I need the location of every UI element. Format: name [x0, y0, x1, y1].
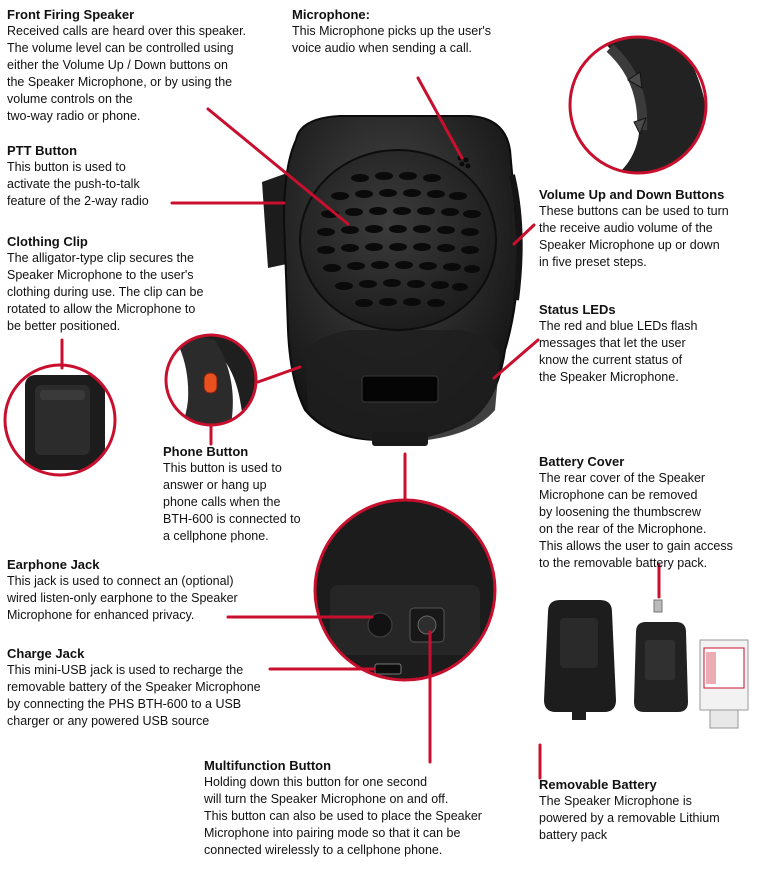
volume-down-icon — [633, 117, 647, 136]
callout-title: Front Firing Speaker — [7, 7, 135, 22]
callout-title: PTT Button — [7, 143, 78, 158]
callout-title: Clothing Clip — [7, 234, 88, 249]
leader-microphone — [416, 76, 464, 160]
speaker-grille-holes — [317, 172, 481, 307]
leader-volume — [512, 223, 536, 246]
callout-phone-button: Phone Button This button is used to answ… — [163, 443, 343, 545]
callout-clothing-clip: Clothing Clip The alligator-type clip se… — [7, 233, 257, 335]
callout-title: Volume Up and Down Buttons — [539, 187, 725, 202]
multifunction-button-shape — [417, 615, 437, 635]
callout-description: The Speaker Microphone is powered by a r… — [539, 794, 720, 842]
callout-description: The rear cover of the Speaker Microphone… — [539, 471, 733, 570]
callout-description: The alligator-type clip secures the Spea… — [7, 251, 204, 333]
callout-removable-battery: Removable Battery The Speaker Microphone… — [539, 776, 759, 844]
callout-title: Phone Button — [163, 444, 249, 459]
callout-description: This Microphone picks up the user's voic… — [292, 24, 492, 55]
leader-front-speaker — [206, 107, 350, 226]
clothing-clip-zoom — [3, 363, 117, 477]
callout-description: This button is used to activate the push… — [7, 160, 149, 208]
volume-rib-shape — [509, 174, 523, 301]
callout-title: Charge Jack — [7, 646, 85, 661]
leader-phone-button-to-device — [256, 365, 302, 384]
callout-title: Microphone: — [292, 7, 370, 22]
callout-description: Received calls are heard over this speak… — [7, 24, 247, 123]
callout-battery-cover: Battery Cover The rear cover of the Spea… — [539, 453, 759, 572]
callout-volume-buttons: Volume Up and Down Buttons These buttons… — [539, 186, 759, 271]
callout-title: Removable Battery — [539, 777, 657, 792]
bottom-connector-shape — [372, 432, 428, 446]
callout-ptt-button: PTT Button This button is used to activa… — [7, 142, 207, 210]
callout-title: Multifunction Button — [204, 758, 332, 773]
speaker-microphone-device — [262, 115, 523, 446]
phone-button-led — [203, 372, 218, 394]
callout-description: This jack is used to connect an (optiona… — [7, 574, 238, 622]
callout-title: Status LEDs — [539, 302, 616, 317]
status-led-window — [361, 375, 439, 403]
callout-multifunction-button: Multifunction Button Holding down this b… — [204, 757, 524, 859]
phone-button-zoom — [164, 333, 258, 427]
thumbscrew-shape — [653, 599, 663, 613]
speaker-grille — [299, 149, 497, 331]
callout-description: Holding down this button for one second … — [204, 775, 482, 857]
callout-description: The red and blue LEDs flash messages tha… — [539, 319, 698, 384]
callout-description: These buttons can be used to turn the re… — [539, 204, 729, 269]
callout-description: This mini-USB jack is used to recharge t… — [7, 663, 261, 728]
leader-status-leds — [492, 338, 540, 380]
callout-status-leds: Status LEDs The red and blue LEDs flash … — [539, 301, 749, 386]
volume-buttons-zoom — [568, 35, 708, 175]
earphone-jack-shape — [367, 612, 393, 638]
leader-lines — [60, 76, 661, 780]
callout-earphone-jack: Earphone Jack This jack is used to conne… — [7, 556, 297, 624]
callout-title: Battery Cover — [539, 454, 625, 469]
callout-microphone: Microphone: This Microphone picks up the… — [292, 6, 532, 57]
battery-parts-photo — [544, 599, 749, 729]
usb-jack-shape — [374, 663, 402, 675]
callout-front-firing-speaker: Front Firing Speaker Received calls are … — [7, 6, 277, 125]
volume-up-icon — [627, 71, 643, 89]
callout-description: This button is used to answer or hang up… — [163, 461, 301, 543]
callout-title: Earphone Jack — [7, 557, 100, 572]
bottom-jacks-zoom — [313, 498, 497, 682]
callout-charge-jack: Charge Jack This mini-USB jack is used t… — [7, 645, 307, 730]
